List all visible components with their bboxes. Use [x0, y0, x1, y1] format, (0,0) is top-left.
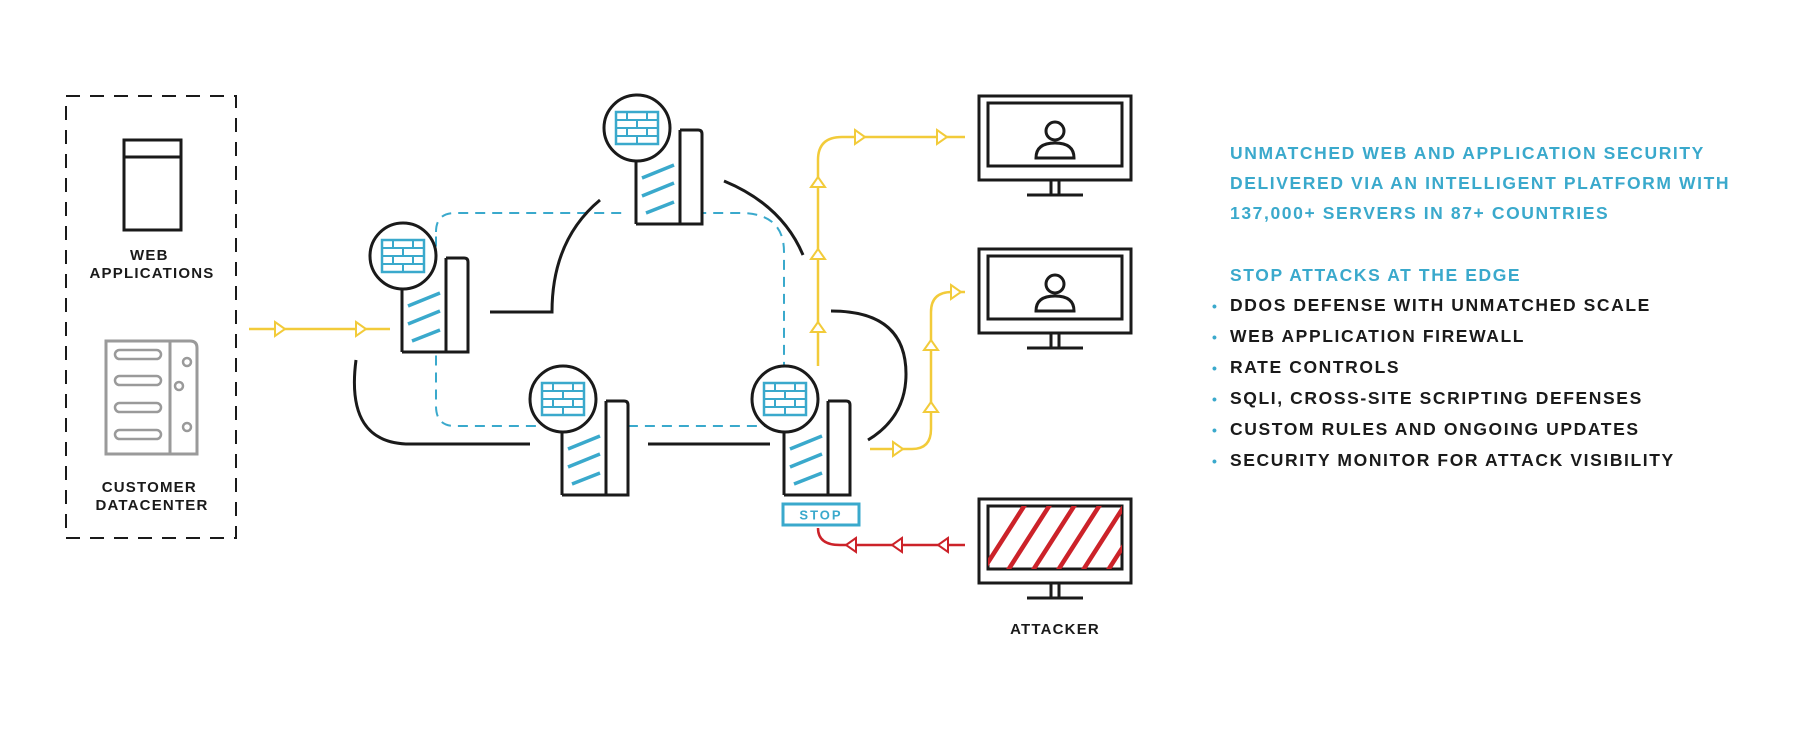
bullet-icon: •	[1212, 453, 1219, 469]
headline-line: DELIVERED VIA AN INTELLIGENT PLATFORM WI…	[1230, 173, 1731, 193]
feature-list: • DDOS DEFENSE WITH UNMATCHED SCALE • WEB …	[1212, 290, 1790, 476]
network-links	[352, 179, 908, 446]
attacker-label: ATTACKER	[1010, 621, 1100, 638]
bullet-icon: •	[1212, 360, 1219, 376]
user-monitor	[977, 94, 1133, 197]
edge-server-node	[530, 366, 628, 495]
edge-network-ring	[435, 212, 785, 427]
feature-item: • RATE CONTROLS	[1212, 352, 1790, 383]
customer-datacenter-label: CUSTOMER DATACENTER	[95, 479, 208, 514]
feature-text: RATE CONTROLS	[1230, 357, 1401, 377]
feature-text: SQLI, CROSS-SITE SCRIPTING DEFENSES	[1230, 388, 1643, 408]
attack-hatch-icon	[988, 506, 1122, 569]
headline-line: UNMATCHED WEB AND APPLICATION SECURITY	[1230, 143, 1705, 163]
svg-text:STOP: STOP	[799, 508, 842, 523]
web-application-icon	[122, 138, 183, 232]
edge-server-node	[604, 95, 702, 224]
feature-text: SECURITY MONITOR FOR ATTACK VISIBILITY	[1230, 450, 1675, 470]
feature-item: • DDOS DEFENSE WITH UNMATCHED SCALE	[1212, 290, 1790, 321]
feature-item: • CUSTOM RULES AND ONGOING UPDATES	[1212, 414, 1790, 445]
feature-text: WEB APPLICATION FIREWALL	[1230, 326, 1526, 346]
user-monitor	[977, 247, 1133, 350]
stop-badge: STOP	[781, 502, 861, 527]
edge-server-node	[370, 223, 468, 352]
bullet-icon: •	[1212, 391, 1219, 407]
bullet-icon: •	[1212, 422, 1219, 438]
headline-line: 137,000+ SERVERS IN 87+ COUNTRIES	[1230, 203, 1610, 223]
web-applications-label: WEB APPLICATIONS	[90, 247, 215, 282]
panel-subheading: STOP ATTACKS AT THE EDGE	[1230, 265, 1522, 285]
feature-item: • SECURITY MONITOR FOR ATTACK VISIBILITY	[1212, 445, 1790, 476]
feature-item: • SQLI, CROSS-SITE SCRIPTING DEFENSES	[1212, 383, 1790, 414]
feature-item: • WEB APPLICATION FIREWALL	[1212, 321, 1790, 352]
customer-traffic-line	[249, 320, 390, 338]
feature-text: CUSTOM RULES AND ONGOING UPDATES	[1230, 419, 1640, 439]
feature-text: DDOS DEFENSE WITH UNMATCHED SCALE	[1230, 295, 1651, 315]
attack-traffic-line	[816, 527, 965, 554]
customer-boundary	[65, 95, 237, 539]
info-panel: UNMATCHED WEB AND APPLICATION SECURITY D…	[1212, 138, 1790, 476]
user-traffic-lines	[809, 128, 965, 458]
bullet-icon: •	[1212, 298, 1219, 314]
datacenter-rack-icon	[104, 339, 199, 456]
edge-server-node	[752, 366, 850, 495]
attacker-monitor	[977, 497, 1133, 600]
panel-headline: UNMATCHED WEB AND APPLICATION SECURITY D…	[1230, 138, 1790, 228]
bullet-icon: •	[1212, 329, 1219, 345]
